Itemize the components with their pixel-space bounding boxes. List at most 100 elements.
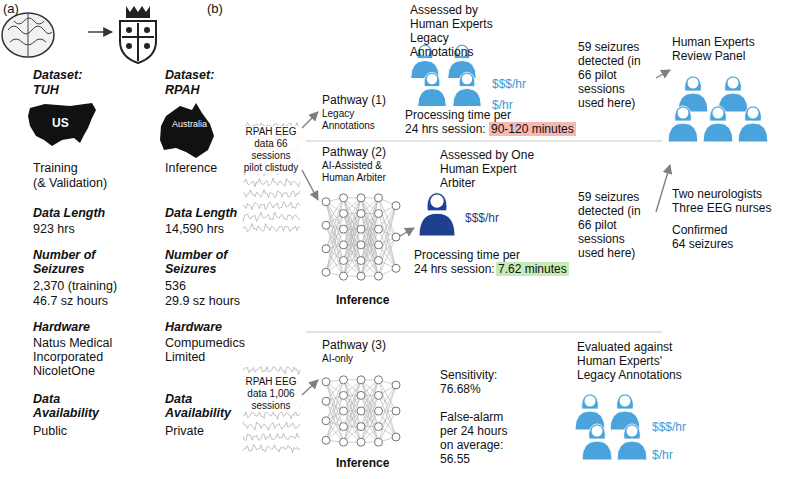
illustration-part <box>688 78 699 89</box>
node-text: RPAH EEG data 66 sessions pilot clistudy <box>242 126 300 174</box>
diagram-node: Assessed by Human Experts Legacy Annotat… <box>405 3 580 138</box>
illustration-part <box>392 202 400 210</box>
label-text: Data Length <box>165 206 237 220</box>
illustration-part <box>340 376 348 384</box>
illustration-part <box>344 395 362 442</box>
illustration-part <box>340 194 348 202</box>
illustration-part <box>627 426 638 437</box>
illustration-part <box>357 407 365 415</box>
illustration-part <box>745 106 762 121</box>
illustration-part <box>375 407 383 415</box>
label-text: Training <box>33 161 78 175</box>
node-text: Pathway (3) <box>322 338 386 352</box>
illustration-part <box>375 438 383 446</box>
separator-line <box>306 141 662 142</box>
label-text: US <box>52 116 69 130</box>
neural-network-icon <box>322 194 400 280</box>
illustration-part <box>582 441 612 460</box>
illustration-part <box>243 421 300 430</box>
label-text: Compumedics Limited <box>165 336 255 364</box>
illustration-part <box>344 229 362 276</box>
illustration-part <box>685 76 702 91</box>
illustration-part <box>243 223 300 231</box>
illustration-part <box>322 378 330 386</box>
australia-map <box>160 103 214 158</box>
illustration-part <box>361 198 379 276</box>
illustration-part <box>675 106 692 121</box>
illustration-part <box>340 423 348 431</box>
illustration-part <box>592 426 603 437</box>
label-text: Hardware <box>33 320 90 334</box>
illustration-part <box>361 229 379 276</box>
label-text: Number of Seizures <box>33 248 118 276</box>
connector-arrow <box>656 165 670 212</box>
label-text: Australia <box>172 119 207 129</box>
label-text: (a) <box>3 2 19 16</box>
connector-arrow <box>302 170 318 200</box>
label-text: Inference <box>165 161 217 175</box>
illustration-part <box>375 376 383 384</box>
person-icon <box>718 76 748 112</box>
illustration-part <box>361 395 379 442</box>
node-text: RPAH <box>165 83 200 97</box>
illustration-part <box>144 43 150 49</box>
diagram-node: Human Experts Review PanelTwo neurologis… <box>670 35 785 255</box>
label-text: 46.7 sz hours <box>33 294 108 308</box>
diagram-node: RPAH EEG data 66 sessions pilot clistudy <box>240 118 302 236</box>
brain-icon <box>2 13 54 57</box>
neural-network-icon <box>322 376 400 446</box>
illustration-part <box>322 268 330 276</box>
node-text: $$$/hr <box>492 77 526 91</box>
illustration-part <box>379 385 397 427</box>
illustration-part <box>243 202 300 210</box>
diagram-node: Pathway (2)AI-Assisted & Human ArbiterIn… <box>318 145 400 310</box>
illustration-part <box>375 423 383 431</box>
connector-arrow <box>656 70 670 78</box>
illustration-part <box>710 106 727 121</box>
illustration-part <box>419 213 455 236</box>
label-text: 2,370 (training) <box>33 279 117 293</box>
node-text: Inference <box>336 293 389 307</box>
illustration-part <box>462 74 472 84</box>
illustration-part <box>620 396 631 407</box>
illustration-part <box>340 391 348 399</box>
label-text: Private <box>165 424 204 438</box>
illustration-part <box>122 23 154 61</box>
person-icon <box>668 106 698 142</box>
illustration-part <box>357 225 365 233</box>
node-text: RPAH EEG data 1,006 sessions <box>242 376 300 412</box>
diagram-node: 59 seizures detected (in 66 pilot sessio… <box>578 188 656 270</box>
connector-arrow <box>400 228 414 236</box>
node-text: $$$/hr <box>465 211 499 225</box>
label-text: Data Availability <box>33 392 123 420</box>
illustration-part <box>357 391 365 399</box>
diagram-node: Pathway (3)AI-onlyInference <box>318 338 400 473</box>
illustration-part <box>243 433 300 440</box>
node-text: Assessed by One Human Expert Arbiter <box>440 148 540 190</box>
illustration-part <box>8 14 52 56</box>
illustration-part <box>340 210 348 218</box>
illustration-part <box>357 438 365 446</box>
person-icon <box>582 424 612 460</box>
illustration-part <box>392 433 400 441</box>
illustration-part <box>120 21 156 63</box>
illustration-part <box>322 436 330 444</box>
node-text: False-alarm per 24 hours on average: 56.… <box>440 410 520 466</box>
illustration-part <box>728 78 739 89</box>
label-text: Number of Seizures <box>165 248 250 276</box>
label-text: 923 hrs <box>33 222 75 236</box>
illustration-part <box>340 407 348 415</box>
illustration-part <box>322 198 330 206</box>
connector-arrow <box>302 112 318 128</box>
illustration-part <box>375 194 383 202</box>
illustration-part <box>375 257 383 265</box>
illustration-part <box>585 396 596 407</box>
eeg-waveform <box>243 366 300 452</box>
diagram-node: Evaluated against Human Experts' Legacy … <box>575 340 705 478</box>
person-icon <box>453 72 482 106</box>
diagram-node: Dataset:TUH <box>0 5 88 99</box>
illustration-part <box>392 407 400 415</box>
label-text: 536 <box>165 279 186 293</box>
us-map <box>28 103 96 146</box>
